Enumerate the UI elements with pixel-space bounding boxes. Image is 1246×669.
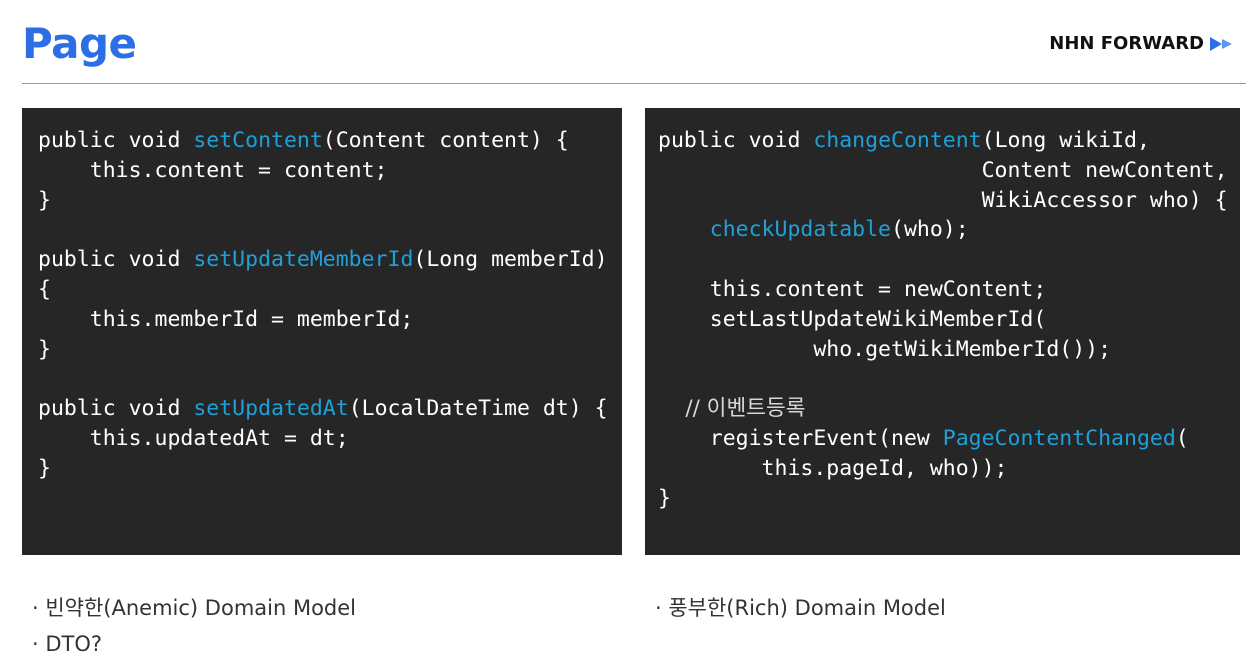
code-text: Content newContent, xyxy=(658,157,1228,183)
method-name: setContent xyxy=(193,128,323,153)
code-text: WikiAccessor who) { xyxy=(658,187,1228,213)
code-line: } xyxy=(38,335,622,365)
code-text: this.updatedAt = dt; xyxy=(38,425,349,451)
brand-logo: NHN FORWARD xyxy=(1049,33,1238,54)
code-line: this.content = content; xyxy=(38,156,622,186)
code-text: who.getWikiMemberId()); xyxy=(658,336,1112,362)
code-line xyxy=(658,245,1240,275)
rich-caption: · 풍부한(Rich) Domain Model xyxy=(655,596,946,620)
anemic-code-panel: public void setContent(Content content) … xyxy=(22,108,622,555)
code-text: public void xyxy=(658,128,814,153)
method-name: setUpdatedAt xyxy=(193,396,349,422)
code-line: public void changeContent(Long wikiId, xyxy=(658,126,1240,156)
code-text: setLastUpdateWikiMemberId( xyxy=(658,306,1047,332)
code-text: this.content = newContent; xyxy=(658,276,1047,302)
code-text: public void xyxy=(38,247,194,273)
code-line: } xyxy=(38,454,622,484)
code-line: public void setUpdatedAt(LocalDateTime d… xyxy=(38,394,622,424)
code-text: ( xyxy=(1175,425,1189,451)
code-text: registerEvent(new xyxy=(658,425,943,451)
code-line: registerEvent(new PageContentChanged( xyxy=(658,424,1240,454)
page-title: Page xyxy=(22,19,137,68)
code-line: setLastUpdateWikiMemberId( xyxy=(658,305,1240,335)
code-line: // 이벤트등록 xyxy=(658,394,1240,424)
double-play-arrow-icon xyxy=(1210,36,1238,52)
code-text: (Long memberId) xyxy=(413,247,608,273)
code-text: (who); xyxy=(891,217,969,243)
code-line: Content newContent, xyxy=(658,156,1240,186)
code-line: who.getWikiMemberId()); xyxy=(658,335,1240,365)
code-text: } xyxy=(38,187,51,213)
code-text: } xyxy=(658,485,671,511)
code-text: } xyxy=(38,455,51,481)
code-text: (Content content) { xyxy=(322,128,569,153)
code-line: this.updatedAt = dt; xyxy=(38,424,622,454)
rich-code-panel: public void changeContent(Long wikiId, C… xyxy=(645,108,1240,555)
code-text xyxy=(658,217,710,242)
code-line: public void setUpdateMemberId(Long membe… xyxy=(38,245,622,275)
dto-caption: · DTO? xyxy=(32,632,103,656)
code-text: { xyxy=(38,276,51,302)
header-divider xyxy=(22,83,1246,84)
code-text: this.pageId, who)); xyxy=(658,455,1008,481)
code-text: public void xyxy=(38,396,194,422)
code-line: this.memberId = memberId; xyxy=(38,305,622,335)
code-line: } xyxy=(38,186,622,216)
code-line: } xyxy=(658,484,1240,514)
code-line xyxy=(658,364,1240,394)
code-text: (LocalDateTime dt) { xyxy=(348,396,608,422)
code-text: this.content = content; xyxy=(38,157,388,183)
method-name: changeContent xyxy=(813,128,982,153)
code-line: public void setContent(Content content) … xyxy=(38,126,622,156)
method-name: setUpdateMemberId xyxy=(193,247,414,273)
code-line: WikiAccessor who) { xyxy=(658,186,1240,216)
anemic-caption: · 빈약한(Anemic) Domain Model xyxy=(32,596,357,620)
method-name: PageContentChanged xyxy=(942,425,1176,451)
code-line xyxy=(38,364,622,394)
code-line: this.content = newContent; xyxy=(658,275,1240,305)
code-line xyxy=(38,215,622,245)
code-comment: // 이벤트등록 xyxy=(658,396,806,422)
code-line: this.pageId, who)); xyxy=(658,454,1240,484)
code-text: (Long wikiId, xyxy=(981,128,1150,153)
brand-name: NHN FORWARD xyxy=(1049,33,1204,54)
code-line: { xyxy=(38,275,622,305)
code-text: } xyxy=(38,336,51,362)
code-line: checkUpdatable(who); xyxy=(658,215,1240,245)
method-name: checkUpdatable xyxy=(709,217,891,243)
code-text: public void xyxy=(38,128,194,153)
code-text: this.memberId = memberId; xyxy=(38,306,414,332)
